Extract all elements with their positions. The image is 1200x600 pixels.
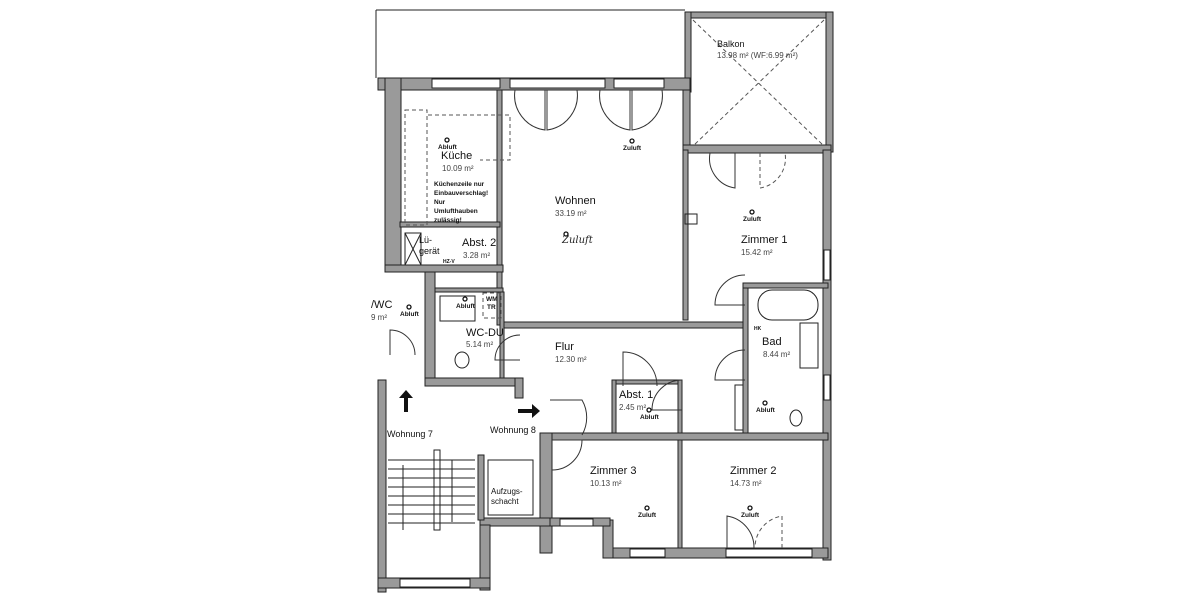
room-area-abst2: 3.28 m²	[463, 251, 490, 260]
vent-icon	[749, 209, 755, 215]
windows	[399, 78, 831, 588]
kitchen-note: Nur	[434, 199, 446, 206]
room-area-abst1: 2.45 m²	[619, 403, 646, 412]
room-name-abst2: Abst. 2	[462, 237, 496, 249]
toilet	[454, 351, 470, 369]
bathtub	[757, 289, 819, 321]
handwritten-zuluft: Zuluft	[561, 235, 594, 246]
device-label: Lü-	[419, 235, 432, 245]
room-name-zimmer2: Zimmer 2	[730, 465, 776, 477]
vent-label: Abluft	[640, 414, 660, 421]
vent-label: Abluft	[456, 303, 476, 310]
device-label: gerät	[419, 246, 440, 256]
kitchen-note: Umlufthauben	[434, 208, 478, 215]
vent-icon	[563, 231, 569, 237]
room-area-bwc: 9 m²	[371, 313, 387, 322]
elevator-shaft	[487, 459, 534, 516]
wm-label: WM	[486, 296, 498, 303]
vent-label: Zuluft	[638, 512, 657, 519]
fixtures	[404, 109, 819, 516]
vent-icon	[646, 407, 652, 413]
room-name-wcdu: WC-DU	[466, 327, 504, 339]
room-area-wcdu: 5.14 m²	[466, 340, 493, 349]
room-name-kueche: Küche	[441, 150, 472, 162]
vent-label: Abluft	[438, 144, 458, 151]
room-name-wohnen: Wohnen	[555, 195, 596, 207]
tr-label: TR	[487, 304, 496, 311]
kitchen-note: Küchenzeile nur	[434, 181, 485, 188]
vent-icon	[644, 505, 650, 511]
hk-label: HK	[754, 326, 762, 332]
room-name-zimmer1: Zimmer 1	[741, 234, 787, 246]
staircase	[388, 449, 475, 531]
room-area-wohnen: 33.19 m²	[555, 209, 587, 218]
apartment-label-wohnung7: Wohnung 7	[387, 429, 433, 439]
room-name-bad: Bad	[762, 336, 782, 348]
kitchen-note: Einbauverschlag!	[434, 190, 488, 197]
balcony	[684, 11, 834, 153]
vent-icon	[406, 304, 412, 310]
room-name-abst1: Abst. 1	[619, 389, 653, 401]
hzv-label: HZ-V	[443, 259, 455, 265]
elevator-label: Aufzugs-	[491, 487, 523, 496]
room-area-balkon: 13.98 m² (WF:6.99 m²)	[717, 51, 798, 60]
room-area-kueche: 10.09 m²	[442, 164, 474, 173]
arrow-right-icon	[518, 404, 540, 418]
vent-icon	[762, 400, 768, 406]
room-name-balkon: Balkon	[717, 39, 745, 49]
room-area-bad: 8.44 m²	[763, 350, 790, 359]
elevator-label: schacht	[491, 497, 519, 506]
kitchen-note: zulässig!	[434, 217, 462, 224]
doors	[389, 89, 786, 549]
room-area-zimmer3: 10.13 m²	[590, 479, 622, 488]
vent-label: Zuluft	[743, 216, 762, 223]
vent-label: Abluft	[756, 407, 776, 414]
apartment-label-wohnung8: Wohnung 8	[490, 425, 536, 435]
arrow-up-icon	[399, 390, 413, 412]
vent-icon	[462, 296, 468, 302]
vent-label: Abluft	[400, 311, 420, 318]
room-area-flur: 12.30 m²	[555, 355, 587, 364]
vent-icon	[629, 138, 635, 144]
room-area-zimmer1: 15.42 m²	[741, 248, 773, 257]
room-name-bwc: /WC	[371, 299, 392, 311]
room-area-zimmer2: 14.73 m²	[730, 479, 762, 488]
room-name-flur: Flur	[555, 341, 574, 353]
room-name-zimmer3: Zimmer 3	[590, 465, 636, 477]
vent-label: Zuluft	[741, 512, 760, 519]
toilet	[789, 409, 803, 427]
vent-icon	[444, 137, 450, 143]
vent-label: Zuluft	[623, 145, 642, 152]
vent-icon	[747, 505, 753, 511]
